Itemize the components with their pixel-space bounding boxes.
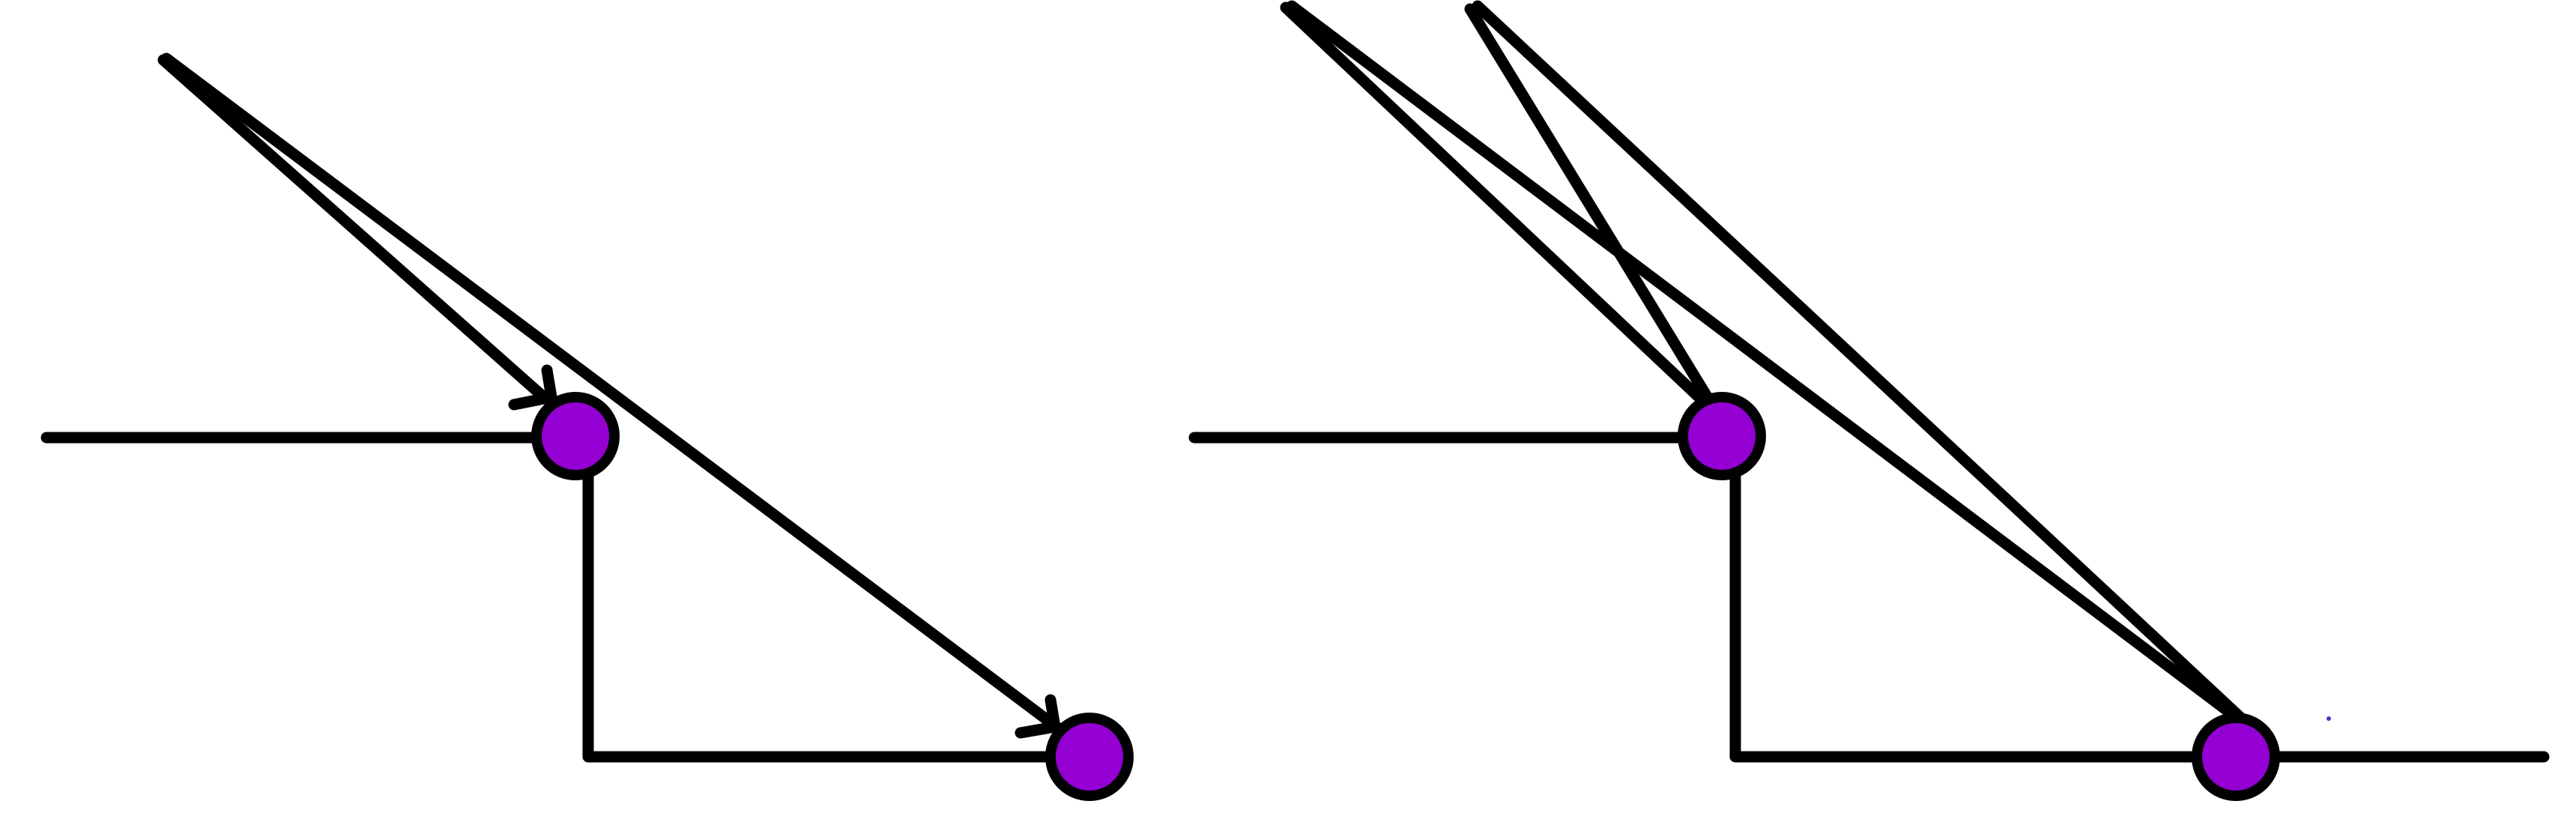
- left-diagonal-arrow-1: [157, 54, 551, 405]
- right-diagonal-line-1: [1280, 1, 1713, 411]
- left-node-a[interactable]: [531, 392, 620, 480]
- left-diagonal-arrow-2: [160, 52, 1068, 737]
- right-diagonal-line-3: [1464, 3, 1719, 412]
- left-panel: [40, 52, 1134, 801]
- right-edges: [1188, 0, 2550, 763]
- left-elbow-connector: [582, 459, 1076, 763]
- right-elbow-connector: [1729, 459, 2210, 763]
- right-node-b[interactable]: [2192, 713, 2280, 801]
- right-diagonal-line-2: [1286, 0, 2245, 725]
- left-diagonal-arrow-2-head: [1015, 694, 1061, 739]
- right-nodes: [1678, 392, 2280, 801]
- left-diagonal-arrow-1-head: [508, 364, 557, 411]
- stray-speck: [2326, 716, 2331, 721]
- left-nodes: [531, 392, 1134, 801]
- right-node-a[interactable]: [1678, 392, 1766, 480]
- left-node-b[interactable]: [1045, 713, 1134, 801]
- right-panel: [1188, 0, 2550, 801]
- left-edges: [40, 52, 1076, 763]
- right-diagonal-line-4: [1472, 0, 2250, 727]
